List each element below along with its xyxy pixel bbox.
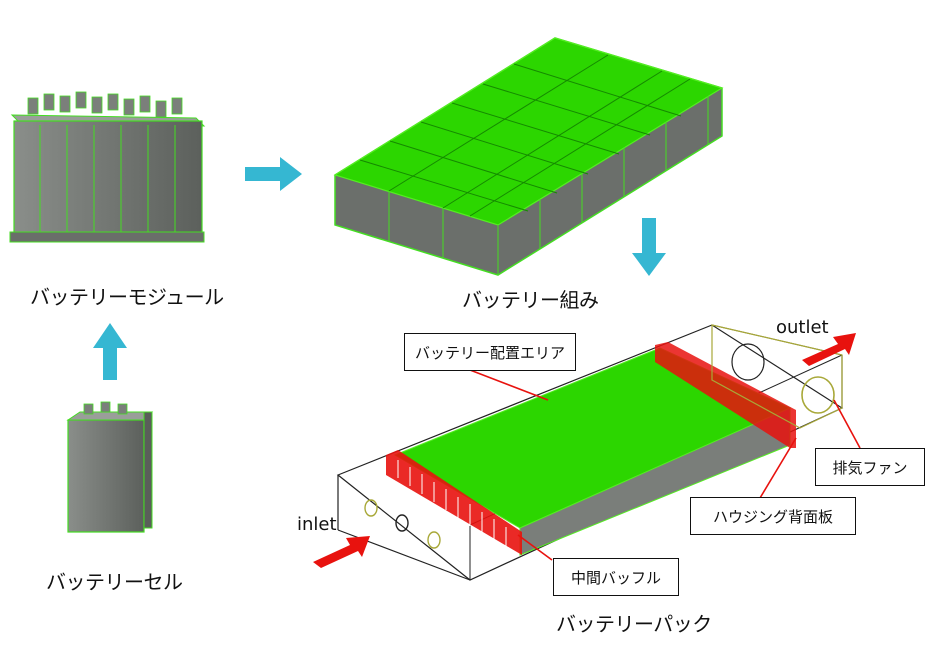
inlet-arrow-icon: [313, 536, 370, 568]
arrow-down-icon: [632, 218, 666, 276]
caption-battery-cell: バッテリーセル: [46, 570, 183, 594]
label-placement-area: バッテリー配置エリア: [404, 333, 576, 371]
arrow-right-icon: [245, 157, 302, 191]
outlet-arrow-icon: [802, 333, 856, 366]
label-exhaust-fan: 排気ファン: [815, 448, 925, 486]
battery-assembly-illustration: [333, 37, 724, 276]
caption-battery-pack: バッテリーパック: [556, 612, 712, 636]
label-housing-back-plate: ハウジング背面板: [690, 497, 856, 535]
caption-battery-module: バッテリーモジュール: [30, 285, 224, 309]
outlet-label: outlet: [776, 317, 829, 338]
inlet-label: inlet: [297, 514, 337, 535]
caption-battery-assembly: バッテリー組み: [462, 288, 599, 312]
battery-pack-illustration: [336, 324, 844, 581]
leader-placement-area: [469, 369, 549, 401]
leader-exhaust-fan: [833, 399, 861, 449]
label-middle-baffle: 中間バッフル: [553, 558, 679, 596]
battery-cell-illustration: [66, 401, 154, 533]
arrow-up-icon: [93, 323, 127, 380]
leader-middle-baffle: [517, 534, 553, 561]
leader-housing-back-plate: [759, 437, 797, 499]
battery-module-illustration: [9, 91, 206, 243]
